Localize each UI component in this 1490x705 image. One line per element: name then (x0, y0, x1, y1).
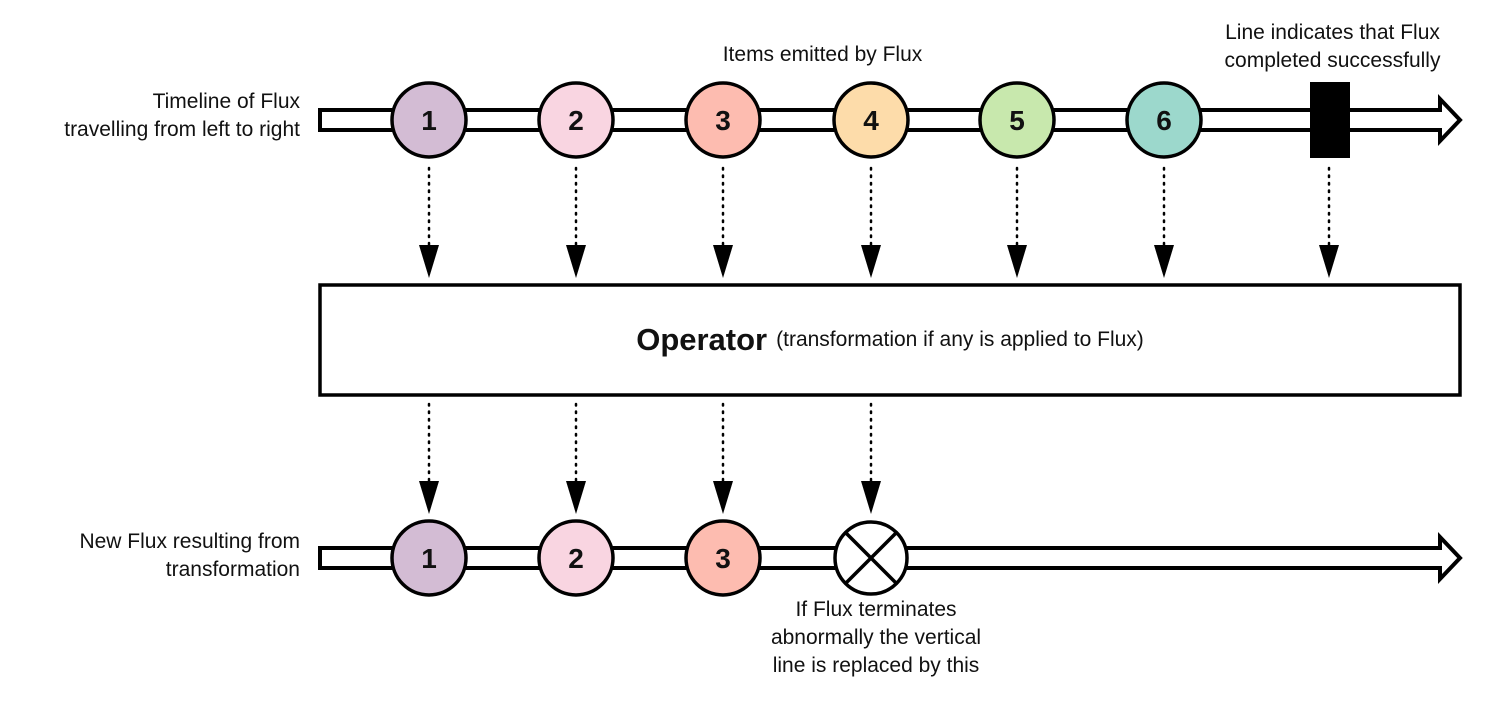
error-label: If Flux terminates abnormally the vertic… (770, 598, 982, 677)
source-connector-6 (1154, 166, 1174, 278)
source-marble-2: 2 (537, 81, 615, 159)
arrowhead-icon (861, 481, 881, 514)
marble-label: 1 (421, 105, 437, 136)
source-marble-6: 6 (1125, 81, 1203, 159)
result-connector-3 (713, 402, 733, 514)
completion-marker (1310, 82, 1350, 158)
source-timeline-label: Timeline of Flux travelling from left to… (64, 90, 300, 141)
operator-box (318, 283, 1462, 397)
arrowhead-icon (566, 245, 586, 278)
items-emitted-label: Items emitted by Flux (722, 43, 923, 66)
marble-circle (684, 81, 762, 159)
marble-circle (537, 81, 615, 159)
source-marble-1: 1 (390, 81, 468, 159)
result-marble-2: 2 (537, 519, 615, 597)
arrowhead-icon (713, 481, 733, 514)
marble-circle (390, 519, 468, 597)
marble-circle (390, 81, 468, 159)
source-connector-2 (566, 166, 586, 278)
marble-circle (684, 519, 762, 597)
arrowhead-icon (1319, 245, 1339, 278)
arrowhead-icon (419, 481, 439, 514)
marble-label: 2 (568, 543, 584, 574)
arrowhead-icon (419, 245, 439, 278)
source-marble-3: 3 (684, 81, 762, 159)
operator-subtitle: (transformation if any is applied to Flu… (776, 328, 1144, 351)
result-marble-1: 1 (390, 519, 468, 597)
source-marble-5: 5 (978, 81, 1056, 159)
completion-label: Line indicates that Flux completed succe… (1224, 21, 1441, 72)
marble-circle (537, 519, 615, 597)
arrowhead-icon (861, 245, 881, 278)
marble-label: 6 (1156, 105, 1172, 136)
source-connector-3 (713, 166, 733, 278)
result-timeline-label: New Flux resulting from transformation (79, 530, 300, 581)
result-marble-3: 3 (684, 519, 762, 597)
operator-title: Operator (636, 322, 768, 357)
result-connector-2 (566, 402, 586, 514)
completion-connector (1319, 166, 1339, 278)
marble-label: 5 (1009, 105, 1025, 136)
marble-label: 2 (568, 105, 584, 136)
operator-label: Operator (transformation if any is appli… (320, 285, 1460, 395)
source-connector-1 (419, 166, 439, 278)
error-connector (861, 402, 881, 514)
marble-label: 4 (863, 105, 879, 136)
source-connector-4 (861, 166, 881, 278)
marble-circle (1125, 81, 1203, 159)
error-marker (833, 520, 909, 596)
source-marble-4: 4 (832, 81, 910, 159)
arrowhead-icon (1154, 245, 1174, 278)
result-connector-1 (419, 402, 439, 514)
source-connector-5 (1007, 166, 1027, 278)
marble-label: 3 (715, 105, 731, 136)
arrowhead-icon (713, 245, 733, 278)
arrowhead-icon (1007, 245, 1027, 278)
marble-circle (832, 81, 910, 159)
marble-label: 3 (715, 543, 731, 574)
marble-label: 1 (421, 543, 437, 574)
arrowhead-icon (566, 481, 586, 514)
marble-circle (978, 81, 1056, 159)
